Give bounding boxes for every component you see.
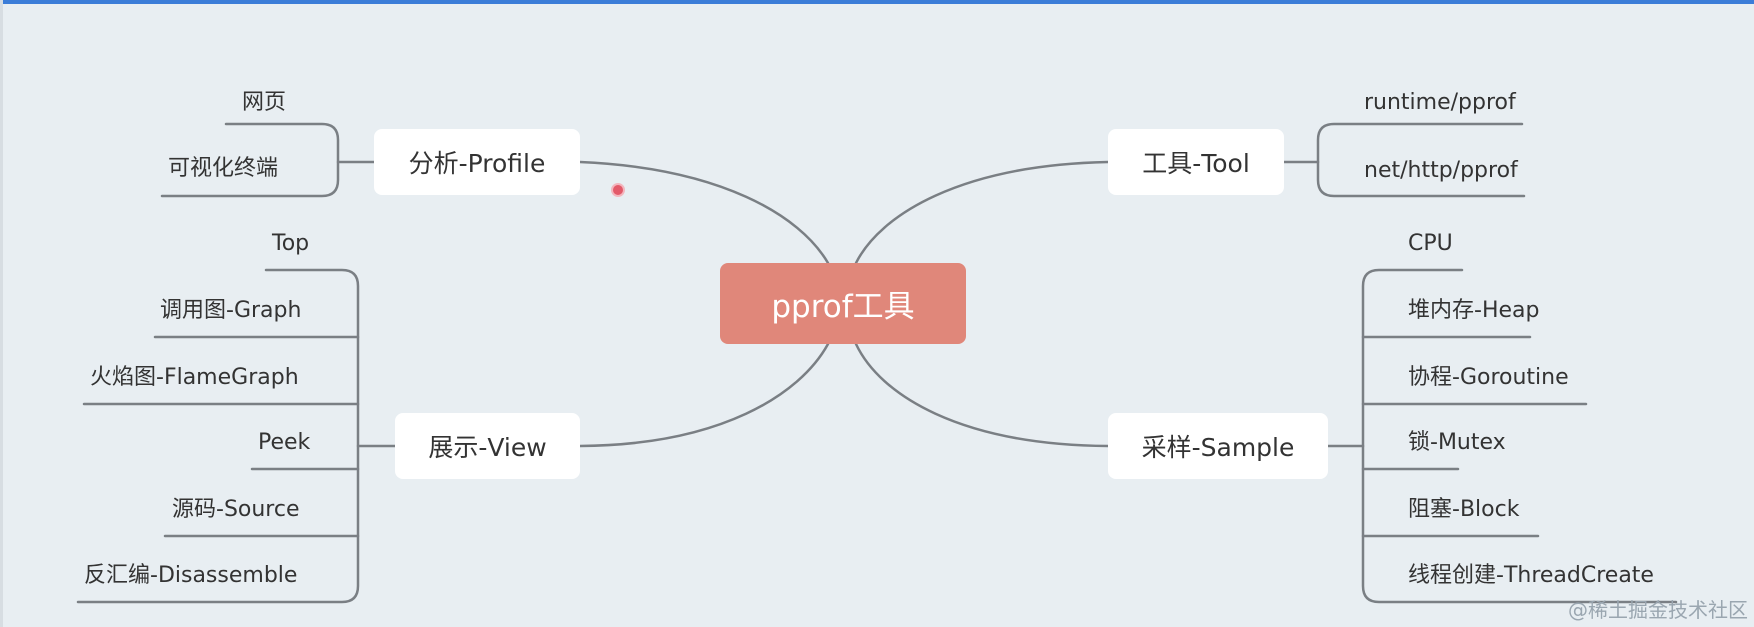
- connector-tool-bracket: [1316, 122, 1526, 198]
- top-accent-bar: [0, 0, 1754, 4]
- branch-node-profile[interactable]: 分析-Profile: [374, 129, 580, 195]
- branch-node-label: 展示-View: [428, 433, 547, 462]
- leaf-node[interactable]: 可视化终端: [168, 156, 279, 181]
- leaf-node[interactable]: net/http/pprof: [1364, 158, 1518, 183]
- connector-view-bracket: [76, 268, 360, 604]
- branch-node-tool[interactable]: 工具-Tool: [1108, 129, 1284, 195]
- leaf-node[interactable]: 阻塞-Block: [1408, 497, 1520, 522]
- connector-sample-bracket: [1361, 268, 1678, 604]
- leaf-node[interactable]: 调用图-Graph: [160, 298, 302, 323]
- leaf-node[interactable]: 堆内存-Heap: [1408, 298, 1540, 323]
- watermark: @稀土掘金技术社区: [1568, 598, 1748, 622]
- leaf-node[interactable]: Peek: [258, 430, 311, 455]
- leaf-node[interactable]: runtime/pprof: [1364, 90, 1516, 115]
- leaf-node[interactable]: 火焰图-FlameGraph: [90, 365, 299, 390]
- connector-profile-bracket: [160, 122, 340, 198]
- branch-node-view[interactable]: 展示-View: [395, 413, 580, 479]
- leaf-node[interactable]: CPU: [1408, 231, 1453, 256]
- connector-center-tool: [854, 160, 1110, 265]
- leaf-node[interactable]: 源码-Source: [172, 497, 300, 522]
- leaf-node[interactable]: 线程创建-ThreadCreate: [1408, 563, 1654, 588]
- leaf-node[interactable]: 协程-Goroutine: [1408, 365, 1569, 390]
- center-node[interactable]: pprof工具: [720, 263, 966, 344]
- connector-center-view: [578, 342, 830, 448]
- leaf-node[interactable]: 反汇编-Disassemble: [84, 563, 298, 588]
- connector-center-profile: [578, 160, 830, 265]
- connector-center-sample: [854, 342, 1110, 448]
- mouse-cursor-indicator: [611, 183, 625, 197]
- branch-node-label: 分析-Profile: [408, 149, 546, 178]
- branch-node-sample[interactable]: 采样-Sample: [1108, 413, 1328, 479]
- leaf-node[interactable]: 锁-Mutex: [1408, 430, 1506, 455]
- branch-node-label: 采样-Sample: [1141, 433, 1295, 462]
- leaf-node[interactable]: Top: [272, 231, 310, 256]
- center-node-label: pprof工具: [771, 289, 915, 325]
- leaf-node[interactable]: 网页: [242, 90, 287, 115]
- left-edge: [0, 0, 3, 627]
- branch-node-label: 工具-Tool: [1142, 149, 1250, 178]
